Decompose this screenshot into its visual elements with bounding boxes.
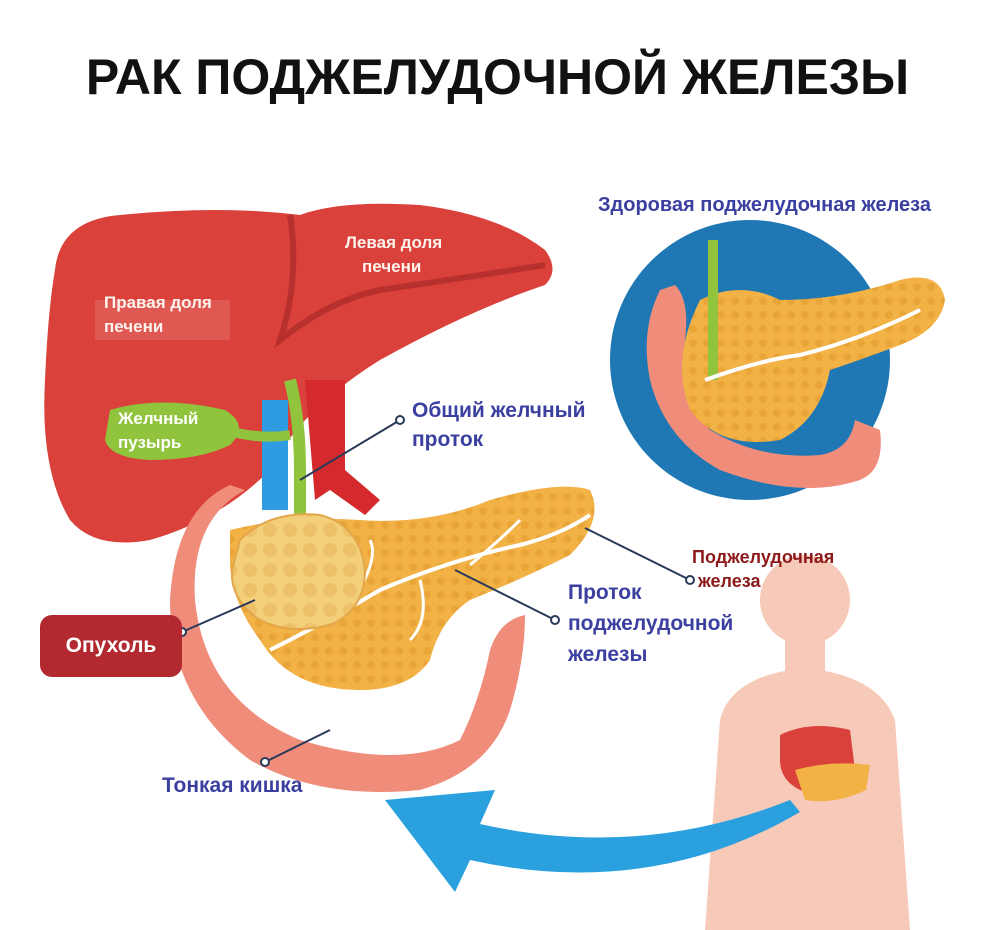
healthy-pancreas-inset bbox=[610, 220, 945, 500]
tumor bbox=[230, 513, 367, 630]
gallbladder bbox=[105, 402, 239, 460]
pancreatic-duct-label-line2: поджелудочной bbox=[568, 612, 734, 635]
right-lobe-label-line1: Правая доля bbox=[104, 293, 212, 312]
left-lobe-label-line1: Левая доля bbox=[345, 233, 443, 252]
small-intestine-label: Тонкая кишка bbox=[162, 774, 303, 797]
healthy-pancreas-label: Здоровая поджелудочная железа bbox=[598, 194, 931, 216]
pancreatic-duct-label-line3: железы bbox=[568, 643, 648, 666]
human-silhouette bbox=[705, 555, 910, 930]
pancreas-label-line1: Поджелудочная bbox=[692, 547, 835, 567]
pancreatic-duct-label-line1: Проток bbox=[568, 581, 642, 604]
bile-duct-label-line2: проток bbox=[412, 428, 484, 451]
right-lobe-label-line2: печени bbox=[104, 317, 164, 336]
small-intestine bbox=[170, 485, 525, 792]
leader-lines bbox=[177, 415, 695, 767]
arrow-icon bbox=[385, 790, 800, 892]
left-lobe-label-line2: печени bbox=[362, 257, 422, 276]
gallbladder-label-line1: Желчный bbox=[118, 409, 199, 428]
page-title: РАК ПОДЖЕЛУДОЧНОЙ ЖЕЛЕЗЫ bbox=[85, 49, 910, 105]
bile-duct-label-line1: Общий желчный bbox=[412, 399, 586, 422]
tumor-label: Опухоль bbox=[40, 615, 182, 677]
pancreas-label-line2: железа bbox=[698, 571, 761, 591]
gallbladder-label-line2: пузырь bbox=[118, 433, 182, 452]
vessels bbox=[223, 378, 380, 520]
